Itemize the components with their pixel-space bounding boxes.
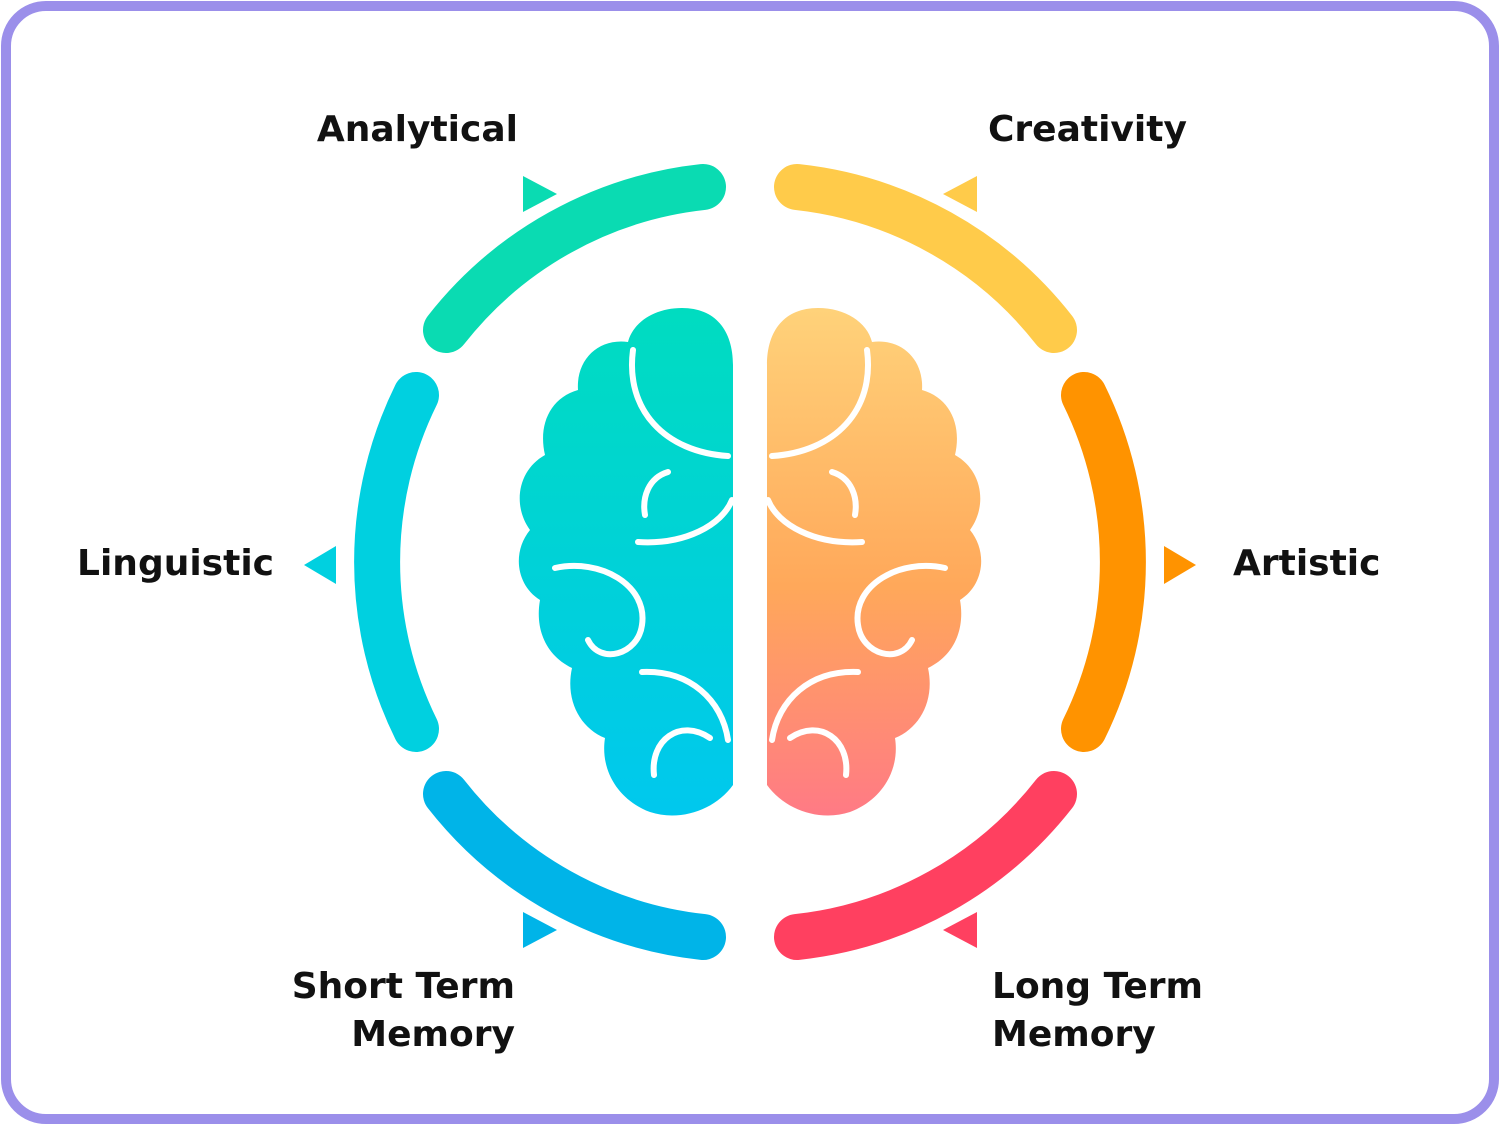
label-long-term-memory-line1: Long Term: [992, 966, 1203, 1007]
arc-creativity: [774, 164, 1077, 353]
arc-artistic: [1061, 372, 1146, 752]
pointer-long-term-memory: [943, 912, 977, 948]
label-short-term-memory-line1: Short Term: [292, 966, 515, 1007]
pointer-analytical: [523, 176, 557, 212]
pointer-linguistic: [304, 546, 336, 584]
label-analytical: Analytical: [317, 109, 518, 150]
pointer-short-term-memory: [523, 912, 557, 948]
label-linguistic: Linguistic: [77, 543, 274, 584]
label-long-term-memory-line2: Memory: [992, 1014, 1156, 1055]
arc-long-term-memory: [774, 771, 1077, 960]
label-short-term-memory-line2: Memory: [351, 1014, 515, 1055]
arc-linguistic: [354, 372, 439, 752]
arc-short-term-memory: [423, 771, 726, 960]
left-brain-hemisphere: [518, 308, 735, 816]
label-creativity: Creativity: [988, 109, 1187, 150]
right-brain-hemisphere: [765, 308, 982, 816]
pointer-creativity: [943, 176, 977, 212]
arc-analytical: [423, 164, 726, 353]
label-artistic: Artistic: [1233, 543, 1380, 584]
pointer-artistic: [1164, 546, 1196, 584]
